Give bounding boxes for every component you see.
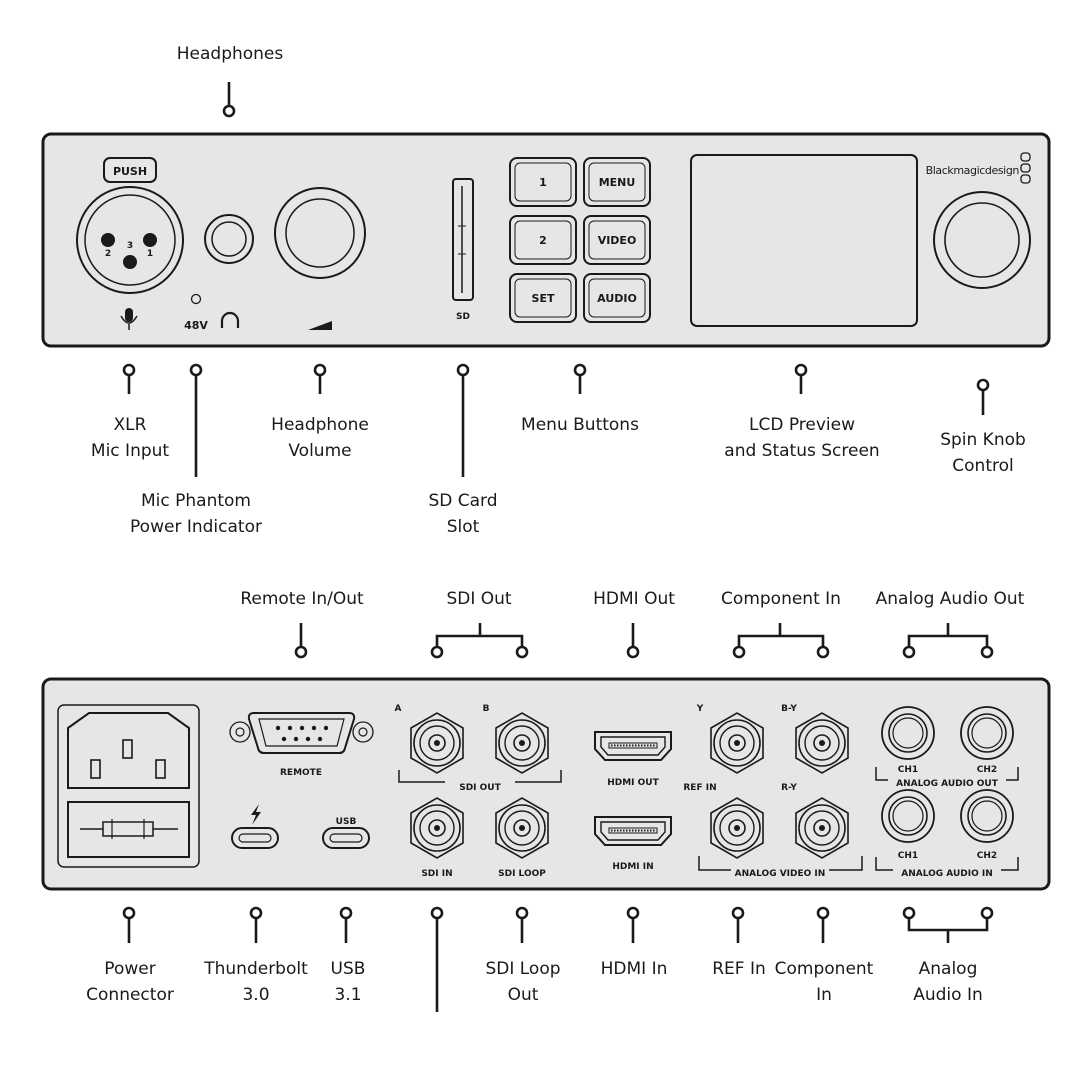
push-label: PUSH — [113, 165, 147, 178]
pin-3-label: 3 — [127, 241, 133, 251]
hdmi-out-port[interactable] — [594, 731, 672, 761]
svg-text:MENU: MENU — [599, 176, 636, 189]
usb-port[interactable] — [322, 827, 370, 849]
ref-in-label: REF IN — [683, 783, 716, 793]
headphones-callout: Headphones — [176, 44, 284, 64]
volume-ramp-icon — [308, 321, 332, 330]
analog-audio-in-ch2-jack[interactable] — [960, 789, 1014, 843]
brand-logo-icon — [1020, 152, 1031, 184]
analog-audio-out-callout: Analog Audio Out — [875, 589, 1025, 609]
rear-bottom-callouts — [122, 906, 994, 1012]
sdi-in-label: SDI IN — [421, 869, 452, 879]
analog-video-in-label: ANALOG VIDEO IN — [735, 869, 826, 879]
button-2[interactable]: 2 — [509, 215, 577, 265]
volume-knob[interactable] — [274, 187, 366, 279]
ch1-in-label: CH1 — [898, 851, 918, 861]
usb-label: USB — [336, 817, 357, 827]
phantom-48v-label: 48V — [184, 319, 208, 332]
hdmi-in-port[interactable] — [594, 816, 672, 846]
pin-2-label: 2 — [105, 249, 111, 259]
spin-knob[interactable] — [933, 191, 1031, 289]
headphones-icon — [220, 311, 240, 328]
brand-label: Blackmagicdesign — [926, 164, 1020, 177]
remote-in-out-callout: Remote In/Out — [240, 589, 364, 609]
hdmi-in-callout: HDMI In — [600, 959, 668, 979]
menu-buttons: 1 MENU 2 VIDEO SET AUDIO — [509, 157, 651, 323]
set-button[interactable]: SET — [509, 273, 577, 323]
analog-audio-in-bracket — [875, 857, 1019, 871]
front-callouts — [122, 82, 990, 477]
rear-top-callouts — [294, 623, 994, 659]
sdi-out-bracket — [398, 770, 562, 783]
ch1-out-label: CH1 — [898, 765, 918, 775]
pin-1-label: 1 — [147, 249, 153, 259]
analog-audio-out-label: ANALOG AUDIO OUT — [896, 779, 999, 789]
sdi-out-callout: SDI Out — [446, 589, 512, 609]
thunderbolt-icon — [251, 804, 261, 825]
hdmi-in-label: HDMI IN — [612, 862, 653, 872]
phantom-power-led — [190, 293, 202, 305]
button-1[interactable]: 1 — [509, 157, 577, 207]
analog-video-in-bracket — [698, 856, 863, 871]
svg-text:2: 2 — [539, 234, 547, 247]
audio-button[interactable]: AUDIO — [583, 273, 651, 323]
ch2-in-label: CH2 — [977, 851, 997, 861]
headphone-jack[interactable] — [204, 214, 254, 264]
hdmi-out-label: HDMI OUT — [607, 778, 659, 788]
menu-buttons-callout: Menu Buttons — [521, 415, 639, 435]
menu-button[interactable]: MENU — [583, 157, 651, 207]
thunderbolt-port[interactable] — [231, 827, 279, 849]
analog-audio-out-ch2-jack[interactable] — [960, 706, 1014, 760]
sd-label: SD — [456, 312, 470, 322]
svg-text:AUDIO: AUDIO — [597, 292, 637, 305]
svg-text:SET: SET — [532, 292, 555, 305]
analog-audio-out-bracket — [875, 767, 1019, 781]
analog-audio-out-ch1-jack[interactable] — [881, 706, 935, 760]
sdi-out-label: SDI OUT — [459, 783, 501, 793]
r-y-label: R-Y — [781, 783, 797, 793]
svg-text:1: 1 — [539, 176, 547, 189]
svg-text:VIDEO: VIDEO — [598, 234, 637, 247]
sdi-b-label: B — [483, 704, 490, 714]
ref-in-callout: REF In — [712, 959, 766, 979]
remote-port[interactable] — [229, 712, 374, 754]
remote-port-label: REMOTE — [280, 768, 322, 778]
lcd-screen[interactable] — [690, 154, 918, 327]
hdmi-out-callout: HDMI Out — [593, 589, 675, 609]
xlr-connector[interactable]: PUSH 2 3 1 — [76, 157, 184, 294]
ch2-out-label: CH2 — [977, 765, 997, 775]
video-button[interactable]: VIDEO — [583, 215, 651, 265]
analog-audio-in-ch1-jack[interactable] — [881, 789, 935, 843]
sdi-a-label: A — [395, 704, 402, 714]
analog-audio-in-label: ANALOG AUDIO IN — [901, 869, 993, 879]
component-in-callout: Component In — [721, 589, 841, 609]
microphone-icon — [120, 308, 138, 330]
sd-card-slot[interactable] — [452, 178, 474, 301]
power-connector[interactable] — [57, 704, 200, 868]
sdi-loop-label: SDI LOOP — [498, 869, 546, 879]
y-label: Y — [696, 704, 704, 714]
b-y-label: B-Y — [781, 704, 797, 714]
